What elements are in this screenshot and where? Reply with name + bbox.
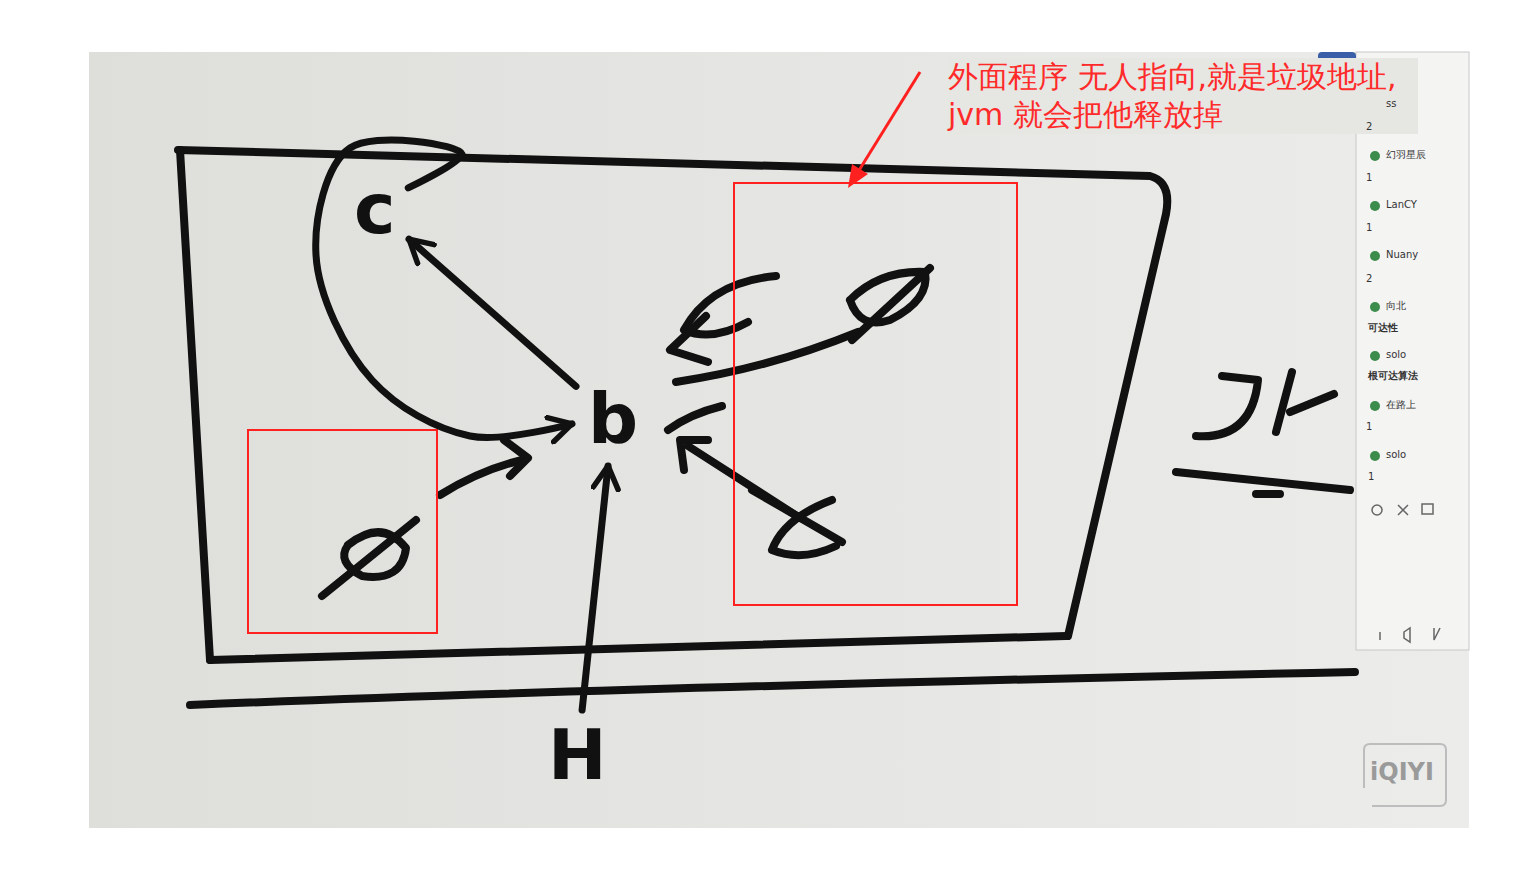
node-letter: b (588, 384, 638, 454)
highlight-box (734, 183, 1017, 605)
node-letter: H (548, 720, 607, 790)
scribble (668, 406, 722, 430)
chat-text: 幻羽星辰 (1386, 149, 1426, 161)
chat-text: 1 (1368, 471, 1374, 483)
chat-text: 1 (1366, 222, 1372, 234)
node-letter: c (354, 174, 396, 244)
watermark: iQIYI (1370, 758, 1434, 787)
arrow-head (504, 440, 528, 476)
chat-text: 1 (1366, 421, 1372, 433)
arrow-head (680, 440, 708, 470)
arrow-head (670, 316, 708, 362)
handwriting (1276, 372, 1334, 432)
handwriting (1196, 376, 1258, 436)
chat-text: 向北 (1386, 300, 1406, 312)
highlight-box (248, 430, 437, 633)
strike (322, 520, 416, 596)
letter-node: c (348, 172, 402, 246)
heap-border (178, 150, 1167, 636)
heap-border-left (180, 150, 210, 660)
chat-text: 2 (1366, 121, 1372, 133)
photo-ground (89, 52, 1469, 828)
chat-text: LanCY (1386, 199, 1417, 211)
garbage-arrow (688, 446, 800, 518)
garbage-object (850, 272, 926, 323)
chat-text: 2 (1366, 273, 1372, 285)
chat-text: 根可达算法 (1368, 370, 1418, 382)
heap-border-bottom (210, 636, 1066, 660)
underline (1176, 472, 1350, 494)
hand-drawing (178, 150, 1355, 705)
chat-text: solo (1386, 449, 1406, 461)
reference-arrow (316, 140, 572, 437)
callout-arrow (858, 72, 920, 172)
chat-text: 可达性 (1368, 322, 1398, 334)
reference-arrow (582, 466, 608, 710)
letter-node: b (582, 382, 644, 456)
chat-text: ss (1386, 98, 1396, 110)
chat-text: 1 (1366, 172, 1372, 184)
callout-arrow-head (848, 164, 868, 188)
chat-text: solo (1386, 349, 1406, 361)
letter-node: H (542, 718, 613, 792)
reference-arrow (409, 239, 576, 386)
board-line (190, 672, 1355, 705)
chat-text: Nuany (1386, 249, 1418, 261)
watermark-frame (1364, 744, 1446, 806)
chat-text: 在路上 (1386, 399, 1416, 411)
callout-note: 外面程序 无人指向,就是垃圾地址, jvm 就会把他释放掉 (948, 58, 1418, 134)
chat-panel (1356, 52, 1469, 650)
panel-tools (1372, 504, 1440, 642)
garbage-object (344, 532, 406, 577)
